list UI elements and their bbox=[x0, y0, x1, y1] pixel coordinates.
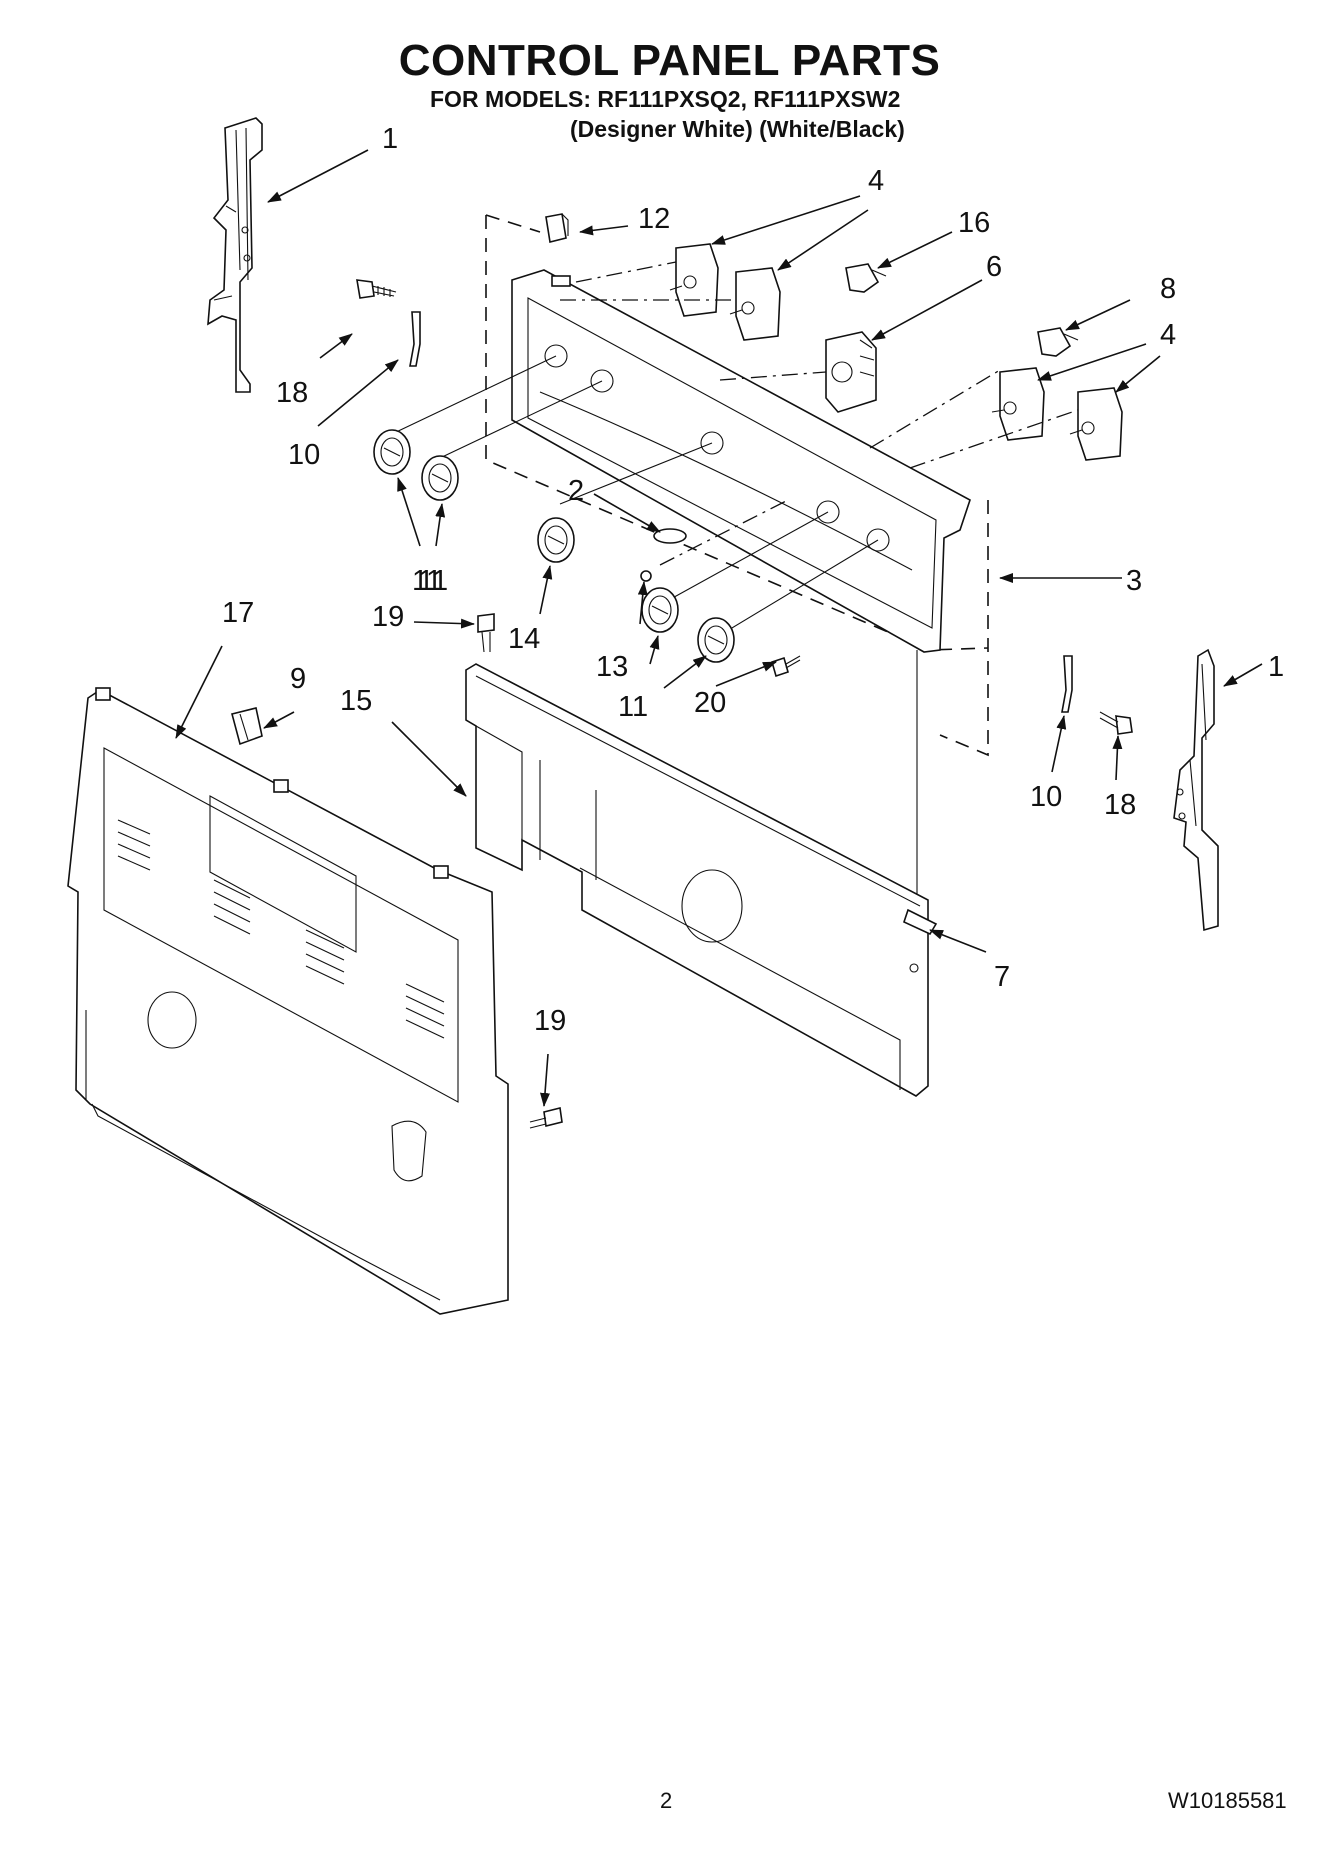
screw-13 bbox=[640, 570, 652, 582]
small-switch bbox=[545, 213, 569, 243]
callout-label: 11 bbox=[412, 565, 442, 597]
callout-label: 18 bbox=[276, 377, 308, 409]
screw-left bbox=[356, 279, 397, 299]
infinite-switch-2 bbox=[729, 267, 781, 341]
callout-label: 16 bbox=[958, 207, 990, 239]
document-number: W10185581 bbox=[1168, 1788, 1287, 1813]
callout-label: 18 bbox=[1104, 789, 1136, 821]
callout-label: 1 bbox=[382, 123, 398, 155]
callout-label: 12 bbox=[638, 203, 670, 235]
callout-label: 14 bbox=[508, 623, 540, 655]
screw-19-upper bbox=[477, 613, 495, 653]
callout-label: 7 bbox=[994, 961, 1010, 993]
indicator-light-8 bbox=[1037, 327, 1079, 357]
page-number: 2 bbox=[660, 1788, 673, 1813]
callout-label: 2 bbox=[568, 475, 584, 507]
side-bracket-right bbox=[1173, 648, 1219, 932]
models-line: FOR MODELS: RF111PXSQ2, RF111PXSW2 bbox=[430, 86, 901, 112]
clip-right bbox=[1061, 655, 1073, 713]
callout-arrows bbox=[175, 149, 1263, 1107]
callout-label: 11 bbox=[418, 565, 448, 597]
knob-14 bbox=[537, 517, 575, 563]
screw-20 bbox=[771, 655, 801, 678]
screw-19-lower bbox=[529, 1107, 563, 1129]
callout-label: 20 bbox=[694, 687, 726, 719]
screw-right bbox=[1099, 711, 1133, 735]
callout-label: 15 bbox=[340, 685, 372, 717]
callout-label: 17 bbox=[222, 597, 254, 629]
manifold-panel-15 bbox=[465, 663, 929, 1097]
infinite-switch-3 bbox=[991, 367, 1045, 441]
callout-label: 1 bbox=[1268, 651, 1284, 683]
alignment-lines bbox=[391, 261, 1079, 910]
callout-label: 3 bbox=[1126, 565, 1142, 597]
callout-label: 19 bbox=[534, 1005, 566, 1037]
knob-11-b bbox=[421, 455, 459, 501]
callout-label: 10 bbox=[288, 439, 320, 471]
callout-label: 6 bbox=[986, 251, 1002, 283]
callout-label: 4 bbox=[868, 165, 884, 197]
callout-label: 11 bbox=[618, 691, 648, 723]
callout-label: 19 bbox=[372, 601, 404, 633]
control-panel-console bbox=[511, 269, 971, 653]
callout-labels: 1 4 12 16 6 8 4 18 10 11 2 3 11 14 13 11… bbox=[222, 123, 1284, 1037]
indicator-light-16 bbox=[845, 263, 887, 293]
callout-label: 4 bbox=[1160, 319, 1176, 351]
callout-label: 9 bbox=[290, 663, 306, 695]
variants-line: (Designer White) (White/Black) bbox=[570, 116, 905, 142]
callout-label: 13 bbox=[596, 651, 628, 683]
infinite-switch-1 bbox=[669, 243, 719, 317]
knob-11-a bbox=[373, 429, 411, 475]
selector-switch bbox=[825, 331, 877, 413]
knob-11-d bbox=[697, 617, 735, 663]
callout-label: 10 bbox=[1030, 781, 1062, 813]
knob-11-c bbox=[641, 587, 679, 633]
infinite-switch-4 bbox=[1069, 387, 1123, 461]
block-9 bbox=[231, 707, 263, 746]
side-bracket-left bbox=[207, 117, 263, 393]
rear-panel-17 bbox=[67, 687, 509, 1315]
callout-label: 8 bbox=[1160, 273, 1176, 305]
clip-left bbox=[409, 311, 421, 367]
control-panel-outline bbox=[485, 214, 989, 757]
page-title: CONTROL PANEL PARTS bbox=[398, 36, 941, 85]
